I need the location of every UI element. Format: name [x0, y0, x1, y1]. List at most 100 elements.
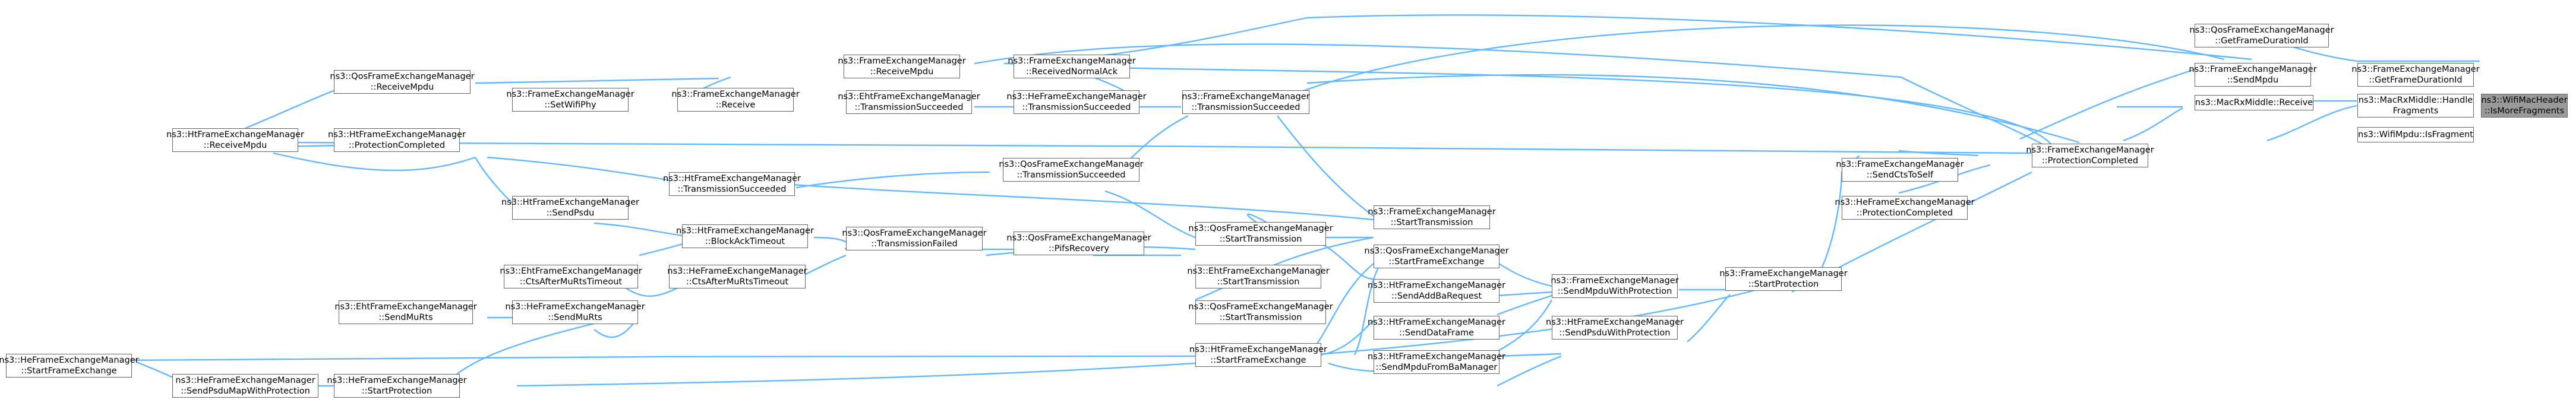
graph-node-label: ns3::HeFrameExchangeManager	[327, 376, 467, 385]
graph-node-qos-start-transmission-2[interactable]: ns3::QosFrameExchangeManager::StartTrans…	[1188, 300, 1333, 324]
graph-node-ht-start-frame-exchange[interactable]: ns3::HtFrameExchangeManager::StartFrameE…	[1189, 343, 1327, 367]
graph-node-qos-pifs-recovery[interactable]: ns3::QosFrameExchangeManager::PifsRecove…	[1006, 232, 1151, 255]
graph-node-label: ns3::FrameExchangeManager	[1551, 276, 1679, 286]
edge	[273, 152, 476, 172]
graph-node-label: ns3::HtFrameExchangeManager	[1368, 318, 1505, 327]
graph-node-label: ns3::WifiMpdu::IsFragment	[2358, 130, 2473, 139]
graph-node-qos-start-transmission[interactable]: ns3::QosFrameExchangeManager::StartTrans…	[1188, 222, 1333, 246]
graph-node-label: ns3::FrameExchangeManager	[2351, 65, 2480, 74]
graph-node-ht-block-ack-timeout[interactable]: ns3::HtFrameExchangeManager::BlockAckTim…	[676, 224, 814, 248]
graph-node-ht-send-mpdu-from-ba-manager[interactable]: ns3::HtFrameExchangeManager::SendMpduFro…	[1368, 350, 1505, 374]
graph-node-ht-send-data-frame[interactable]: ns3::HtFrameExchangeManager::SendDataFra…	[1368, 316, 1505, 340]
graph-node-label: ::StartTransmission	[1390, 218, 1473, 227]
edge	[118, 355, 1196, 362]
graph-node-he-send-mu-rts[interactable]: ns3::HeFrameExchangeManager::SendMuRts	[505, 300, 645, 324]
graph-node-eht-start-transmission[interactable]: ns3::EhtFrameExchangeManager::StartTrans…	[1187, 265, 1330, 288]
edge	[1104, 190, 1196, 239]
graph-node-label: ::SendMpdu	[2227, 75, 2279, 85]
graph-node-ht-receive-mpdu[interactable]: ns3::HtFrameExchangeManager::ReceiveMpdu	[166, 128, 304, 152]
graph-node-label: ns3::FrameExchangeManager	[671, 90, 800, 99]
graph-node-label: ns3::FrameExchangeManager	[838, 56, 966, 66]
graph-node-label: ns3::HtFrameExchangeManager	[676, 226, 814, 236]
graph-node-fem-send-cts-to-self[interactable]: ns3::FrameExchangeManager::SendCtsToSelf	[1836, 158, 1964, 182]
graph-node-fem-set-wifi-phy[interactable]: ns3::FrameExchangeManager::SetWifiPhy	[506, 88, 634, 112]
graph-node-qos-receive-mpdu[interactable]: ns3::QosFrameExchangeManager::ReceiveMpd…	[330, 70, 475, 94]
graph-node-he-send-psdu-map-with-protection[interactable]: ns3::HeFrameExchangeManager::SendPsduMap…	[172, 374, 318, 398]
graph-node-label: ns3::FrameExchangeManager	[1719, 269, 1848, 278]
graph-node-label: ns3::HtFrameExchangeManager	[663, 174, 801, 183]
graph-node-label: ::CtsAfterMuRtsTimeout	[686, 277, 789, 287]
graph-node-he-cts-after-mu-rts-timeout[interactable]: ns3::HeFrameExchangeManager::CtsAfterMuR…	[667, 265, 807, 288]
graph-node-label: Fragments	[2392, 106, 2439, 116]
graph-node-label: ::TransmissionSucceeded	[1191, 103, 1300, 112]
graph-node-he-protection-completed[interactable]: ns3::HeFrameExchangeManager::ProtectionC…	[1835, 196, 1975, 220]
graph-node-label: ::SendCtsToSelf	[1866, 170, 1934, 180]
graph-node-label: ns3::QosFrameExchangeManager	[330, 72, 475, 81]
graph-node-label: ::SendDataFrame	[1399, 328, 1475, 338]
graph-node-label: ns3::FrameExchangeManager	[506, 90, 634, 99]
graph-node-root[interactable]: ns3::WifiMacHeader::IsMoreFragments	[2481, 94, 2568, 118]
graph-node-ht-protection-completed[interactable]: ns3::HtFrameExchangeManager::ProtectionC…	[328, 128, 466, 152]
graph-node-fem-receive-mpdu[interactable]: ns3::FrameExchangeManager::ReceiveMpdu	[838, 55, 966, 78]
graph-node-label: ns3::HeFrameExchangeManager	[1006, 92, 1147, 102]
graph-node-he-start-protection[interactable]: ns3::HeFrameExchangeManager::StartProtec…	[327, 374, 467, 398]
graph-node-ht-send-mpdu-with-protection[interactable]: ns3::FrameExchangeManager::SendMpduWithP…	[1551, 274, 1679, 298]
edge	[1277, 24, 2225, 102]
graph-node-label: ns3::QosFrameExchangeManager	[1006, 233, 1151, 243]
graph-node-label: ::SendMuRts	[378, 313, 433, 322]
graph-node-label: ::SendPsduWithProtection	[1559, 328, 1671, 338]
graph-node-label: ::TransmissionSucceeded	[854, 103, 964, 112]
graph-node-fem-start-protection[interactable]: ns3::FrameExchangeManager::StartProtecti…	[1719, 267, 1848, 291]
graph-node-he-start-frame-exchange[interactable]: ns3::HeFrameExchangeManager::StartFrameE…	[0, 354, 139, 378]
edge	[1497, 299, 1553, 353]
graph-node-send-mpdu[interactable]: ns3::FrameExchangeManager::SendMpdu	[2189, 63, 2317, 87]
graph-node-ht-send-add-ba-request[interactable]: ns3::HtFrameExchangeManager::SendAddBaRe…	[1368, 279, 1505, 303]
graph-node-he-transmission-succeeded[interactable]: ns3::HeFrameExchangeManager::Transmissio…	[1006, 90, 1147, 114]
graph-node-label: ::StartTransmission	[1219, 313, 1302, 322]
graph-node-qos-transmission-failed[interactable]: ns3::QosFrameExchangeManager::Transmissi…	[842, 227, 987, 251]
graph-node-label: ns3::EhtFrameExchangeManager	[1187, 267, 1330, 276]
graph-node-label: ::SendPsdu	[546, 208, 595, 218]
graph-node-label: ns3::FrameExchangeManager	[1008, 56, 1136, 66]
edge	[594, 222, 694, 239]
graph-node-get-frame-duration-id[interactable]: ns3::FrameExchangeManager::GetFrameDurat…	[2351, 63, 2480, 87]
graph-node-fem-transmission-succeeded[interactable]: ns3::FrameExchangeManager::TransmissionS…	[1182, 90, 1310, 114]
edge	[2266, 104, 2357, 142]
graph-node-label: ::TransmissionSucceeded	[677, 185, 787, 194]
graph-node-label: ::SendMpduWithProtection	[1557, 287, 1672, 296]
graph-node-label: ns3::HtFrameExchangeManager	[166, 130, 304, 139]
graph-node-label: ::GetFrameDurationId	[2215, 36, 2309, 46]
graph-node-label: ns3::FrameExchangeManager	[1182, 92, 1310, 102]
graph-node-eht-send-mu-rts[interactable]: ns3::EhtFrameExchangeManager::SendMuRts	[334, 300, 477, 324]
graph-node-ht-transmission-succeeded[interactable]: ns3::HtFrameExchangeManager::Transmissio…	[663, 172, 801, 196]
graph-node-label: ns3::MacRxMiddle::Receive	[2195, 98, 2313, 107]
graph-node-label: ns3::HtFrameExchangeManager	[1368, 352, 1505, 362]
graph-node-label: ns3::HtFrameExchangeManager	[1546, 318, 1684, 327]
edge	[1009, 62, 2057, 152]
graph-node-label: ::CtsAfterMuRtsTimeout	[519, 277, 623, 287]
edge	[1497, 294, 1552, 316]
graph-node-qos-transmission-succeeded[interactable]: ns3::QosFrameExchangeManager::Transmissi…	[999, 158, 1144, 182]
graph-node-mac-rx-middle-receive[interactable]: ns3::MacRxMiddle::Receive	[2195, 95, 2313, 110]
graph-node-fem-start-transmission[interactable]: ns3::FrameExchangeManager::StartTransmis…	[1368, 205, 1496, 229]
graph-node-label: ::PifsRecovery	[1048, 244, 1110, 253]
graph-node-fem-receive[interactable]: ns3::FrameExchangeManager::Receive	[671, 88, 800, 112]
graph-node-label: ns3::QosFrameExchangeManager	[1364, 246, 1509, 256]
graph-node-fem-protection-completed[interactable]: ns3::FrameExchangeManager::ProtectionCom…	[2026, 144, 2154, 167]
graph-node-label: ns3::WifiMacHeader	[2481, 96, 2568, 105]
graph-node-wifi-mpdu-is-fragment[interactable]: ns3::WifiMpdu::IsFragment	[2357, 127, 2474, 142]
graph-node-fem-received-normal-ack[interactable]: ns3::FrameExchangeManager::ReceivedNorma…	[1008, 55, 1136, 78]
graph-node-qos-start-frame-exchange[interactable]: ns3::QosFrameExchangeManager::StartFrame…	[1364, 245, 1509, 268]
graph-node-ht-send-psdu[interactable]: ns3::HtFrameExchangeManager::SendPsdu	[501, 196, 639, 220]
graph-node-label: ::StartTransmission	[1219, 234, 1302, 244]
graph-node-label: ns3::FrameExchangeManager	[1368, 207, 1496, 217]
graph-node-qos-get-frame-duration-id[interactable]: ns3::QosFrameExchangeManager::GetFrameDu…	[2189, 24, 2334, 47]
graph-node-ht-send-psdu-with-protection[interactable]: ns3::HtFrameExchangeManager::SendPsduWit…	[1546, 316, 1684, 340]
graph-node-label: ns3::QosFrameExchangeManager	[1188, 302, 1333, 312]
graph-node-label: ns3::EhtFrameExchangeManager	[838, 92, 980, 102]
graph-node-eht-cts-after-mu-rts-timeout[interactable]: ns3::EhtFrameExchangeManager::CtsAfterMu…	[500, 265, 642, 288]
graph-node-eht-transmission-succeeded[interactable]: ns3::EhtFrameExchangeManager::Transmissi…	[838, 90, 980, 114]
graph-node-label: ::TransmissionSucceeded	[1022, 103, 1131, 112]
